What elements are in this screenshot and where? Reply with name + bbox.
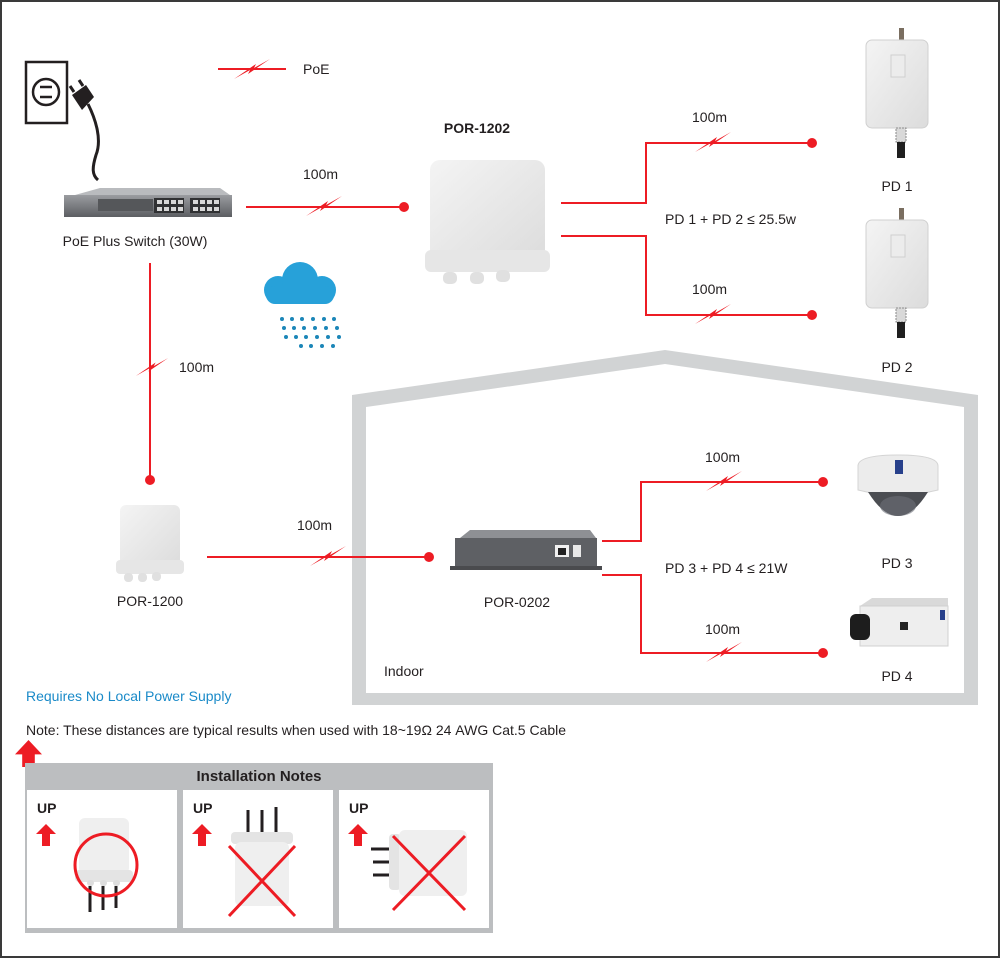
cable-switch-to-por1200 — [135, 263, 169, 485]
poe-legend-symbol — [218, 59, 286, 79]
up-label: UP — [193, 800, 213, 816]
link-distance-por1202-pd2: 100m — [692, 281, 728, 297]
indoor-power-budget: PD 3 + PD 4 ≤ 21W — [665, 560, 788, 576]
up-arrow-icon — [348, 824, 368, 846]
rack-switch-icon — [64, 188, 232, 217]
up-label: UP — [349, 800, 369, 816]
rain-cloud-icon — [264, 262, 341, 348]
cable-por1202-to-pd2 — [561, 235, 817, 324]
link-distance-switch-por1200: 100m — [179, 359, 215, 375]
cable-por0202-to-pd3 — [602, 471, 828, 542]
repeater-ports-sideways-icon — [371, 830, 467, 896]
incorrect-cross-icon — [227, 844, 297, 918]
installation-notes-title: Installation Notes — [196, 768, 322, 785]
cable-por1202-to-pd1 — [561, 132, 817, 204]
up-label: UP — [37, 800, 57, 816]
cable-switch-to-por1202 — [246, 196, 409, 216]
link-distance-switch-por1202: 100m — [303, 166, 339, 182]
por1200-label: POR-1200 — [116, 593, 184, 609]
cable-por1200-to-por0202 — [207, 546, 434, 566]
por0202-label: POR-0202 — [483, 594, 551, 610]
power-plug-icon — [68, 79, 100, 182]
box-camera-icon — [850, 598, 949, 647]
link-distance-por1200-por0202: 100m — [297, 517, 333, 533]
indoor-label: Indoor — [384, 663, 424, 679]
link-distance-por0202-pd3: 100m — [705, 449, 741, 465]
correct-circle-icon — [73, 832, 139, 898]
switch-label: PoE Plus Switch (30W) — [62, 233, 208, 249]
link-distance-por1202-pd1: 100m — [692, 109, 728, 125]
installation-panel-correct: UP — [27, 790, 177, 928]
up-arrow-icon — [36, 824, 56, 846]
por1202-label: POR-1202 — [443, 120, 511, 136]
outdoor-power-budget: PD 1 + PD 2 ≤ 25.5w — [665, 211, 797, 227]
indoor-repeater-icon — [450, 530, 602, 570]
legend-poe-label: PoE — [303, 61, 330, 77]
cable-distance-note: Note: These distances are typical result… — [26, 722, 567, 738]
no-local-power-note: Requires No Local Power Supply — [26, 688, 232, 704]
pd2-label: PD 2 — [881, 359, 913, 375]
power-outlet-icon — [24, 60, 69, 125]
pd4-label: PD 4 — [881, 668, 913, 684]
pd1-label: PD 1 — [881, 178, 913, 194]
up-arrow-icon — [192, 824, 212, 846]
dome-camera-icon — [857, 454, 939, 516]
outdoor-access-point-icon — [865, 208, 929, 338]
outdoor-repeater-icon — [116, 505, 184, 582]
incorrect-cross-icon — [391, 834, 467, 912]
repeater-ports-up-icon — [231, 807, 293, 906]
installation-panel-ports-up: UP — [183, 790, 333, 928]
link-distance-por0202-pd4: 100m — [705, 621, 741, 637]
installation-panel-ports-sideways: UP — [339, 790, 489, 928]
pd3-label: PD 3 — [881, 555, 913, 571]
installation-notes: Installation Notes UP UP — [25, 763, 493, 933]
outdoor-repeater-icon — [425, 160, 550, 284]
repeater-ports-down-icon — [75, 818, 133, 912]
indoor-house-outline — [352, 350, 978, 705]
cable-por0202-to-pd4 — [602, 574, 828, 662]
outdoor-access-point-icon — [865, 28, 929, 158]
